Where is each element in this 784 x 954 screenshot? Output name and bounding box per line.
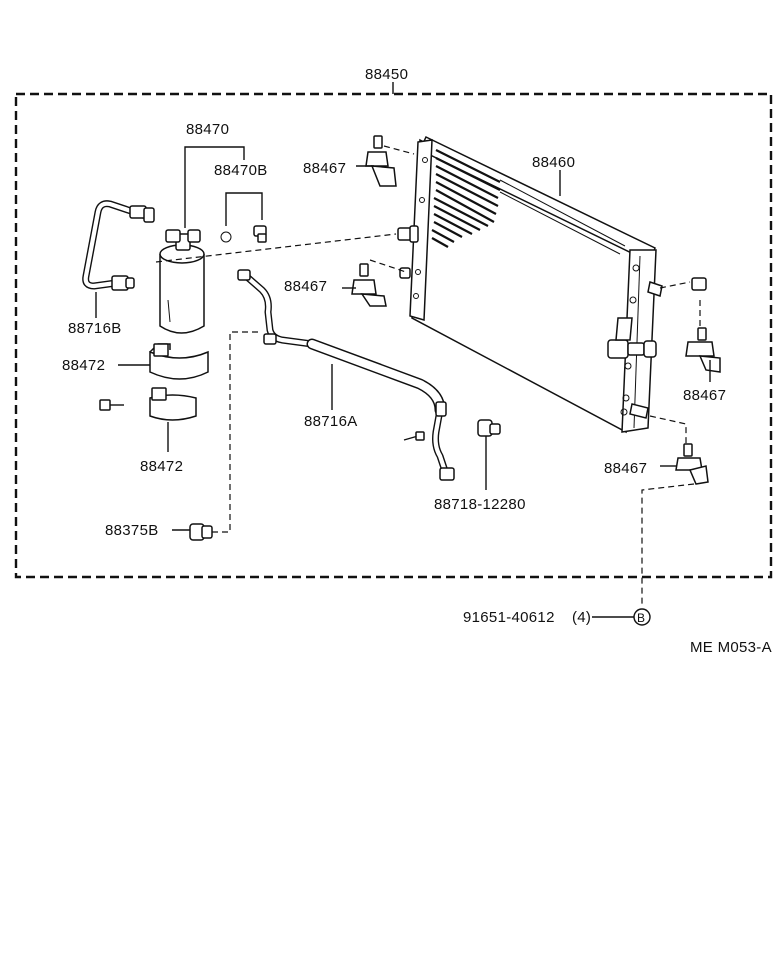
cushion-lower-right xyxy=(649,415,709,485)
small-screw xyxy=(403,431,425,441)
ref-mark-letter: B xyxy=(637,611,645,625)
receiver-leader xyxy=(184,146,245,228)
label-91651-40612: 91651-40612 xyxy=(463,609,555,626)
label-88472-upper: 88472 xyxy=(62,357,105,374)
cushion-right xyxy=(659,277,721,373)
bracket-bolt xyxy=(99,399,124,411)
condenser-fins xyxy=(431,149,626,255)
label-88467-right: 88467 xyxy=(683,387,726,404)
label-88450: 88450 xyxy=(365,66,408,83)
label-88718-12280: 88718-12280 xyxy=(434,496,526,513)
label-88472-lower: 88472 xyxy=(140,458,183,475)
label-88716A: 88716A xyxy=(304,413,358,430)
label-88467-middle-left: 88467 xyxy=(284,278,327,295)
label-88716B: 88716B xyxy=(68,320,122,337)
discharge-hose-88716a xyxy=(237,269,455,481)
bracket-upper xyxy=(149,343,209,380)
pipe-to-condenser-ref xyxy=(155,233,397,263)
bolt-to-hose-ref xyxy=(212,331,262,533)
o-ring xyxy=(220,231,232,243)
figure-code: ME M053-A xyxy=(690,639,772,656)
cushion-top xyxy=(365,135,415,187)
assembly-boundary xyxy=(14,92,773,579)
label-88467-top: 88467 xyxy=(303,160,346,177)
receiver-sub-leader xyxy=(225,192,263,226)
union-bolt-88375b xyxy=(189,523,213,541)
screw-quantity: (4) xyxy=(572,609,591,626)
label-88375B: 88375B xyxy=(105,522,159,539)
label-88460: 88460 xyxy=(532,154,575,171)
label-88470B: 88470B xyxy=(214,162,268,179)
cushion-middle-left xyxy=(351,259,407,307)
receiver-dryer xyxy=(159,229,205,334)
screw-ref-line xyxy=(641,483,695,606)
label-88470: 88470 xyxy=(186,121,229,138)
label-88467-lower-right: 88467 xyxy=(604,460,647,477)
sight-plug xyxy=(253,225,267,243)
fitting-88718 xyxy=(477,419,501,444)
bracket-lower xyxy=(149,387,197,421)
condenser xyxy=(397,135,663,434)
pipe-88716b xyxy=(82,200,155,291)
